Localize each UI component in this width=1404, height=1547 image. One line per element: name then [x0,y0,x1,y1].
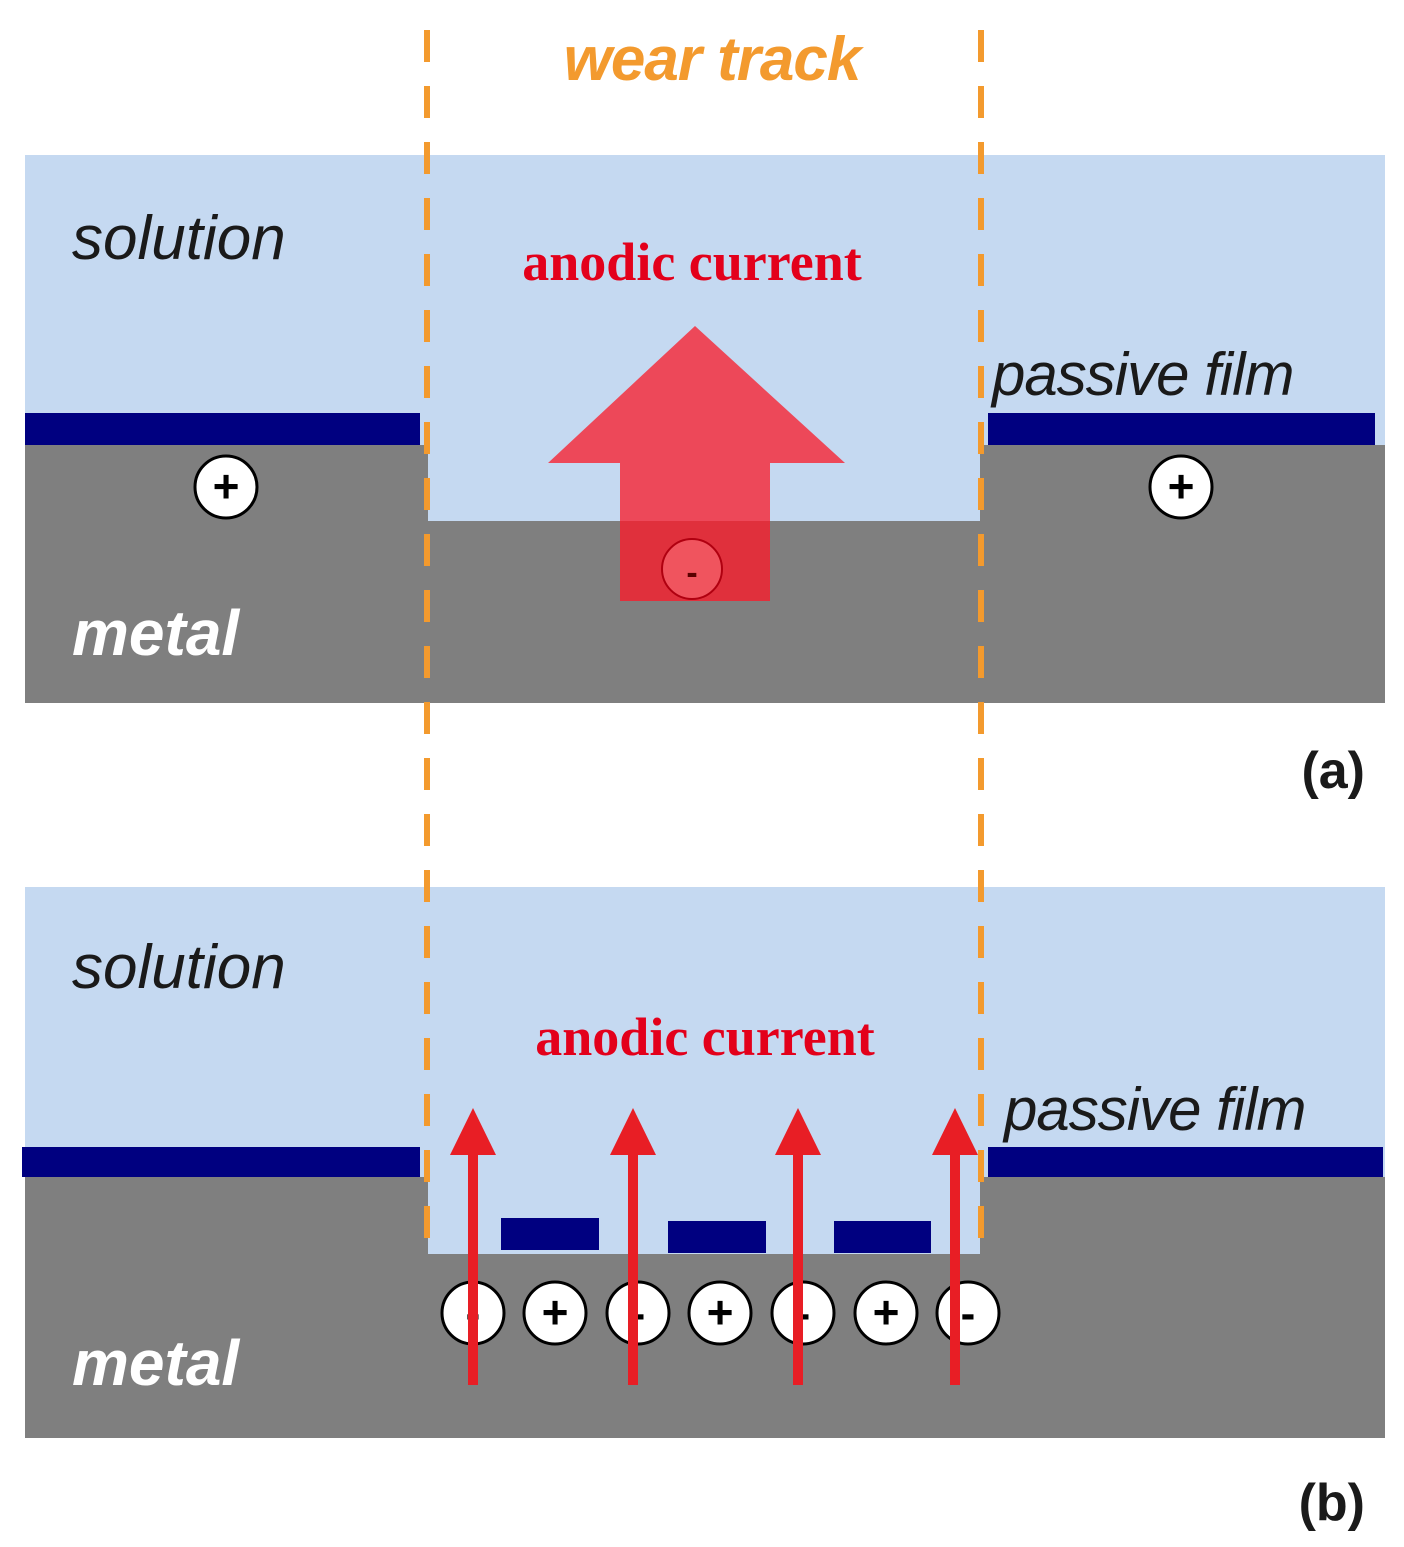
plus-sign: + [1168,460,1195,512]
panel-label-a: (a) [1301,742,1365,800]
metal-right-b [980,1177,1385,1438]
passive-film-label-a: passive film [990,341,1293,408]
panel-label-b: (b) [1299,1474,1365,1532]
svg-text:+: + [542,1286,569,1338]
metal-worn-b [428,1254,980,1438]
solution-label-b: solution [72,933,286,1002]
passive-film-left-a [25,413,420,445]
solution-label-a: solution [72,204,286,273]
passive-film-right-b [988,1147,1383,1177]
passive-film-left-b [22,1147,420,1177]
minus-sign: - [686,554,697,592]
thin-arrow-4 [932,1108,978,1385]
metal-label-a: metal [72,597,240,669]
anodic-current-label-a: anodic current [522,232,861,292]
plus-charge-left-a: + [193,454,259,520]
plus-sign: + [213,460,240,512]
minus-charge: - [935,1280,1001,1346]
panel-b: - + - + - + - [22,887,1385,1438]
plus-charge: + [687,1280,753,1346]
panel-a: + + - solution metal passive film anodic… [25,155,1385,703]
anodic-current-arrows-thin [450,1108,978,1385]
film-fragment-2 [668,1221,766,1253]
metal-label-b: metal [72,1327,240,1399]
svg-text:+: + [707,1286,734,1338]
plus-charge: + [853,1280,919,1346]
svg-text:+: + [873,1286,900,1338]
plus-charge-right-a: + [1148,454,1214,520]
metal-left-b [25,1177,428,1438]
wear-track-boundaries [424,30,984,1258]
passive-film-right-a [988,413,1375,445]
plus-charge: + [522,1280,588,1346]
film-fragment-3 [834,1221,931,1253]
thin-arrow-3 [775,1108,821,1385]
passive-film-label-b: passive film [1002,1076,1305,1143]
wear-track-label: wear track [564,25,865,94]
svg-text:-: - [961,1289,976,1338]
thin-arrow-1 [450,1108,496,1385]
minus-charge-a: - [661,538,723,600]
thin-arrow-2 [610,1108,656,1385]
film-fragment-1 [501,1218,599,1250]
anodic-current-label-b: anodic current [535,1007,874,1067]
